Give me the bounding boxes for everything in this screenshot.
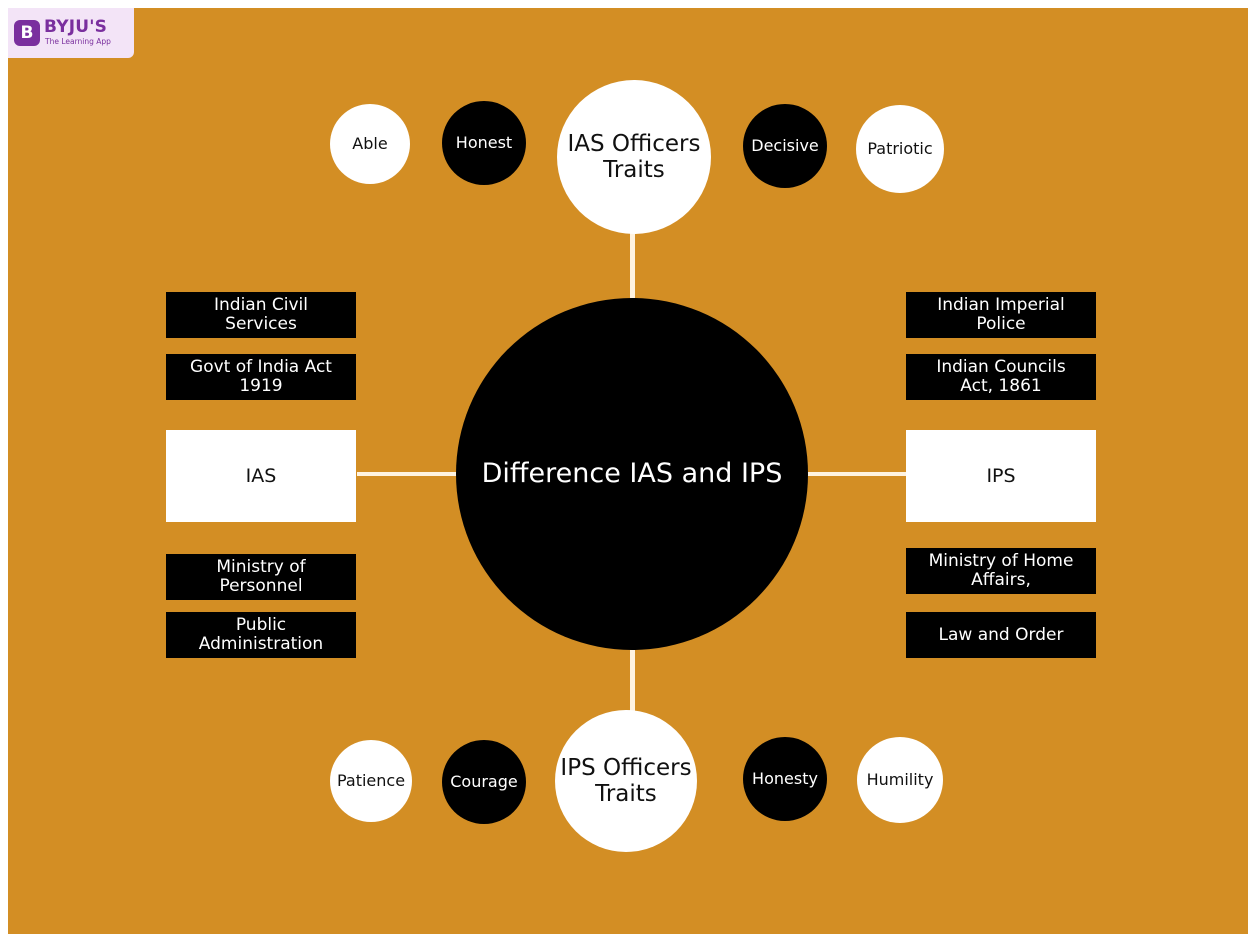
trait-courage: Courage — [442, 740, 526, 824]
ias-label: IAS — [245, 465, 277, 487]
ias-fact-line: Public — [235, 615, 287, 635]
trait-honesty-label: Honesty — [752, 769, 818, 788]
logo-title: BYJU'S — [44, 17, 108, 37]
trait-patience-label: Patience — [336, 771, 406, 790]
ips-traits-node: IPS Officers Traits — [555, 710, 697, 852]
ias-fact-line: Ministry of — [216, 557, 306, 577]
ips-fact-box: Law and Order — [906, 612, 1096, 658]
trait-patriotic: Patriotic — [856, 105, 944, 193]
trait-decisive: Decisive — [743, 104, 827, 188]
logo-mark-icon: B — [14, 20, 40, 46]
connector-bottom — [630, 650, 635, 712]
trait-patience: Patience — [330, 740, 412, 822]
trait-honest-label: Honest — [455, 133, 513, 152]
center-node: Difference IAS and IPS — [456, 298, 808, 650]
ips-traits-title-line2: Traits — [595, 781, 657, 807]
trait-honest: Honest — [442, 101, 526, 185]
ips-fact-line: Indian Imperial — [937, 295, 1065, 315]
ips-fact-line: Ministry of Home — [928, 551, 1074, 571]
ips-fact-line: Affairs, — [971, 570, 1031, 590]
trait-decisive-label: Decisive — [751, 136, 819, 155]
trait-patriotic-label: Patriotic — [867, 139, 933, 158]
ips-fact-line: Indian Councils — [936, 357, 1066, 377]
trait-honesty: Honesty — [743, 737, 827, 821]
ias-traits-title-line1: IAS Officers — [567, 131, 701, 157]
ips-node: IPS — [906, 430, 1096, 522]
ias-fact-line: Services — [225, 314, 297, 334]
ips-fact-line: Law and Order — [938, 624, 1064, 645]
ias-node: IAS — [166, 430, 356, 522]
logo-subtitle: The Learning App — [45, 37, 111, 46]
ias-fact-line: Govt of India Act — [190, 357, 332, 377]
ips-fact-line: Police — [976, 314, 1026, 334]
ias-fact-line: Personnel — [219, 576, 303, 596]
ias-fact-line: Administration — [198, 634, 324, 654]
ias-fact-line: 1919 — [239, 376, 283, 396]
connector-top — [630, 228, 635, 298]
ias-traits-title-line2: Traits — [603, 157, 665, 183]
trait-humility-label: Humility — [866, 770, 934, 789]
trait-humility: Humility — [857, 737, 943, 823]
connector-right — [806, 472, 908, 476]
ips-fact-line: Act, 1861 — [960, 376, 1042, 396]
ips-traits-title-line1: IPS Officers — [560, 755, 692, 781]
ips-label: IPS — [986, 465, 1016, 487]
ias-fact-line: Indian Civil — [214, 295, 308, 315]
trait-able: Able — [330, 104, 410, 184]
byjus-logo: B BYJU'S The Learning App — [8, 8, 134, 58]
center-label: Difference IAS and IPS — [481, 458, 783, 489]
connector-left — [357, 472, 457, 476]
trait-courage-label: Courage — [450, 772, 518, 791]
trait-able-label: Able — [352, 134, 388, 153]
ias-traits-node: IAS Officers Traits — [557, 80, 711, 234]
